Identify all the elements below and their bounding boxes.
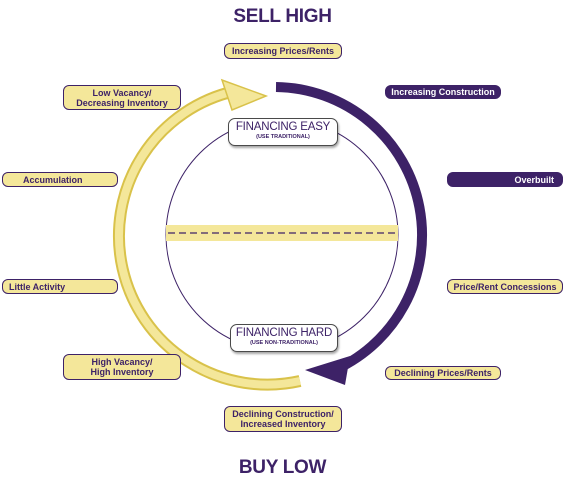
phase-declining-construction: Declining Construction/ Increased Invent… [224,406,342,432]
phase-declining-prices: Declining Prices/Rents [385,366,501,380]
phase-increasing-construction: Increasing Construction [385,85,501,99]
financing-hard-subtitle: (USE NON-TRADITIONAL) [250,340,318,346]
phase-little-activity: Little Activity [2,279,118,294]
buy-low-heading: BUY LOW [238,457,327,478]
sell-high-heading: SELL HIGH [233,6,332,27]
phase-declining-construction-line1: Declining Construction/ [232,409,334,419]
phase-low-vacancy-line2: Decreasing Inventory [76,97,168,108]
phase-accumulation: Accumulation [2,172,118,187]
phase-increasing-prices: Increasing Prices/Rents [224,43,342,59]
purple-arrowhead [305,356,350,385]
financing-easy-title: FINANCING EASY [235,121,331,133]
phase-low-vacancy-line1: Low Vacancy/ [92,87,152,98]
phase-declining-construction-line2: Increased Inventory [240,419,326,429]
financing-easy-box: FINANCING EASY (USE TRADITIONAL) [228,118,338,146]
purple-cycle-arc [275,82,428,377]
phase-price-concessions: Price/Rent Concessions [447,279,563,294]
financing-easy-subtitle: (USE TRADITIONAL) [256,134,310,140]
phase-low-vacancy: Low Vacancy/ Decreasing Inventory [63,85,181,110]
financing-hard-title: FINANCING HARD [235,327,333,339]
phase-high-vacancy-line2: High Inventory [90,367,154,377]
yellow-arrowhead [220,78,269,111]
yellow-cycle-arc-fill [114,87,301,389]
financing-hard-box: FINANCING HARD (USE NON-TRADITIONAL) [230,324,338,352]
phase-high-vacancy: High Vacancy/ High Inventory [63,354,181,380]
phase-high-vacancy-line1: High Vacancy/ [91,357,153,367]
phase-overbuilt: Overbuilt [447,172,563,187]
